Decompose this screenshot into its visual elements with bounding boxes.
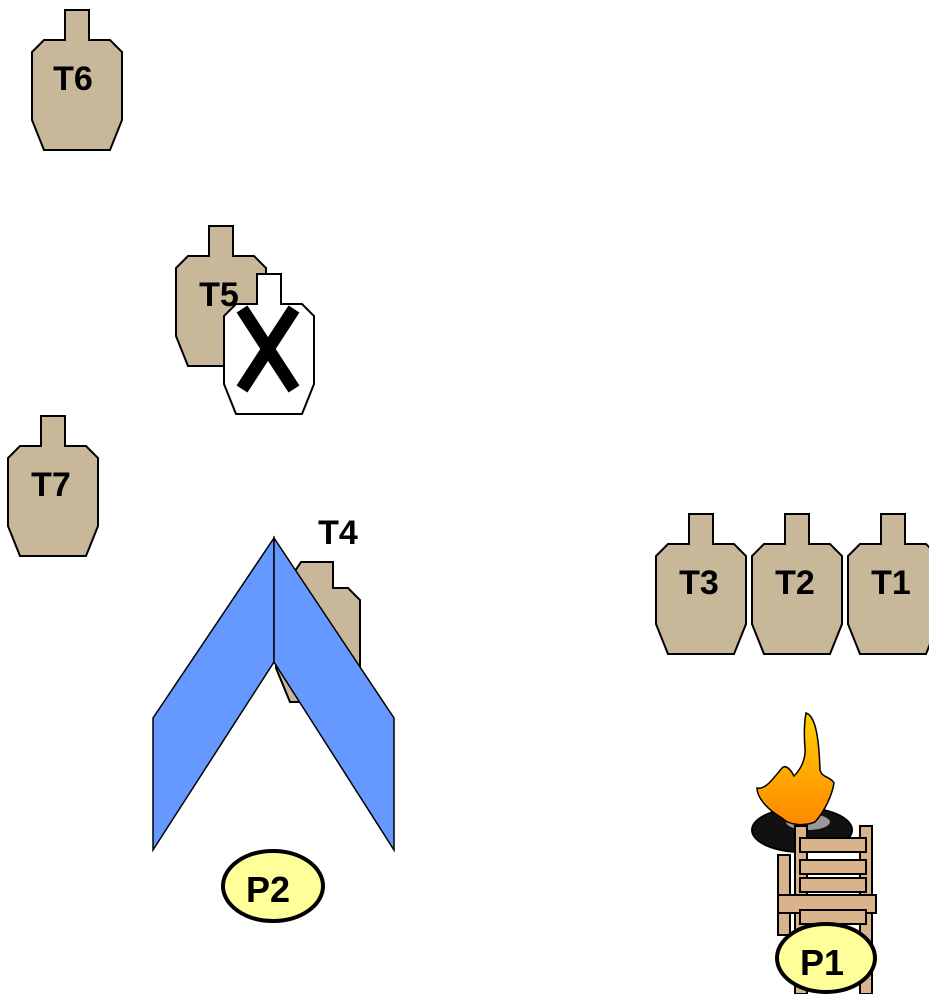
- position-p1-label: P1: [800, 942, 844, 983]
- target-t3: T3: [655, 513, 747, 655]
- no-shoot-x-icon: [236, 305, 300, 393]
- v-wall-left-panel: [152, 535, 275, 853]
- target-t4-label: T4: [318, 514, 358, 552]
- target-t7-label: T7: [31, 466, 71, 504]
- target-t1-label: T1: [871, 564, 911, 602]
- target-t7: T7: [7, 415, 99, 557]
- target-t2: T2: [751, 513, 843, 655]
- v-wall: [152, 535, 395, 853]
- target-t2-label: T2: [775, 564, 815, 602]
- target-t6-label: T6: [53, 60, 93, 98]
- fire-icon: [756, 712, 835, 826]
- target-t6: T6: [31, 9, 123, 151]
- position-p2: P2: [221, 849, 325, 923]
- v-wall-right-panel: [273, 535, 395, 853]
- position-p2-label: P2: [246, 869, 290, 910]
- no-shoot-target: [223, 273, 315, 415]
- target-t3-label: T3: [679, 564, 719, 602]
- target-t1: T1: [847, 513, 929, 655]
- position-p1: P1: [775, 922, 877, 994]
